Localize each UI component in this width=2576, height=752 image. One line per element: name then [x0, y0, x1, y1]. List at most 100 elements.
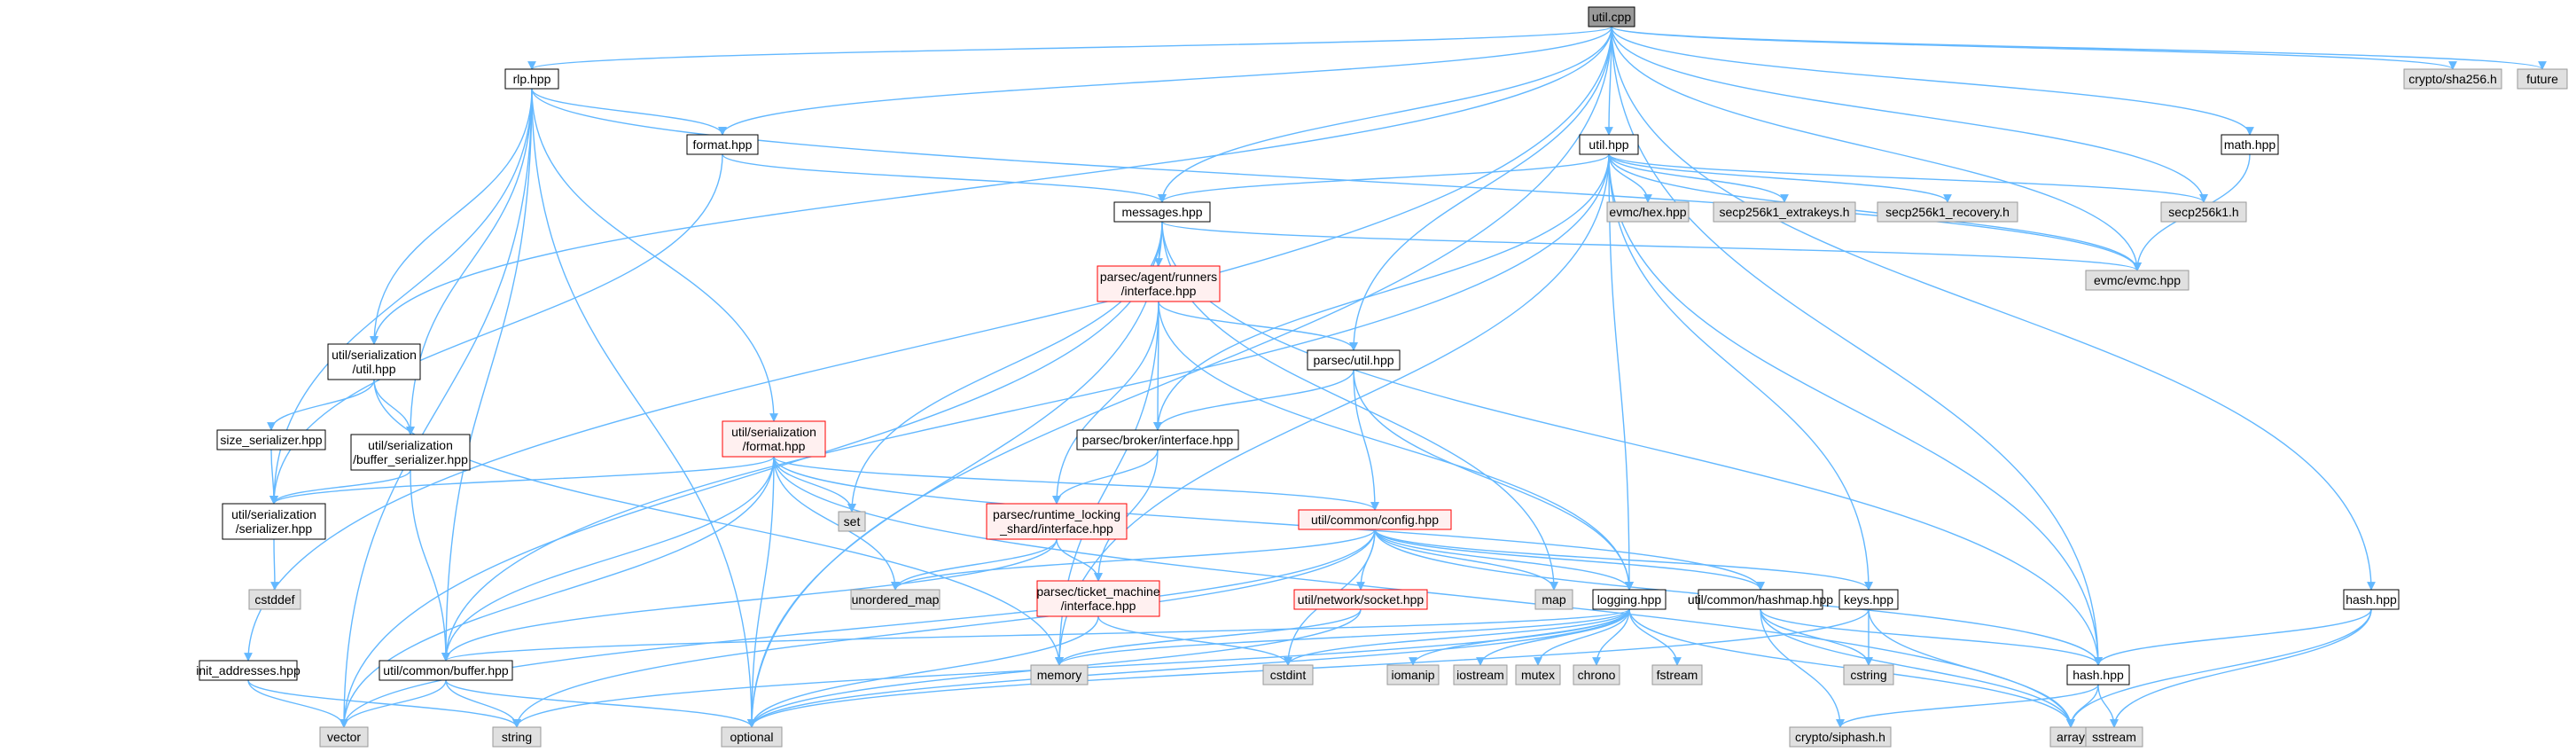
edge-parsec-util-to-config — [1353, 369, 1379, 511]
node-iostream[interactable]: iostream — [1453, 664, 1508, 685]
edge-util-hpp-to-buffer — [441, 153, 1610, 662]
node-cstring[interactable]: cstring — [1843, 664, 1894, 685]
node-string[interactable]: string — [492, 726, 542, 748]
node-sha256[interactable]: crypto/sha256.h — [2403, 68, 2502, 90]
node-future[interactable]: future — [2517, 68, 2568, 90]
node-label: cstring — [1850, 668, 1886, 682]
node-label: util/network/socket.hpp — [1298, 592, 1425, 607]
node-label: evmc/hex.hpp — [1609, 205, 1686, 219]
node-box — [1579, 134, 1639, 155]
node-util-cpp[interactable]: util.cpp — [1588, 6, 1635, 27]
node-label: mutex — [1521, 668, 1555, 682]
node-box — [1588, 6, 1635, 27]
edge-rlp-to-evmc — [531, 88, 2142, 271]
node-set[interactable]: set — [838, 511, 866, 532]
node-messages[interactable]: messages.hpp — [1113, 201, 1211, 223]
edge-hash-hpp-to-hash2 — [2094, 608, 2372, 666]
node-socket[interactable]: util/network/socket.hpp — [1293, 589, 1428, 610]
node-label: /interface.hpp — [1121, 284, 1197, 298]
node-cstdint[interactable]: cstdint — [1262, 664, 1314, 685]
node-size-ser[interactable]: size_serializer.hpp — [216, 429, 326, 450]
node-ticket[interactable]: parsec/ticket_machine/interface.hpp — [1036, 580, 1160, 617]
node-evmc[interactable]: evmc/evmc.hpp — [2085, 270, 2190, 291]
node-broker[interactable]: parsec/broker/interface.hpp — [1076, 429, 1239, 450]
node-siphash[interactable]: crypto/siphash.h — [1789, 726, 1892, 748]
node-hash2[interactable]: hash.hpp — [2066, 664, 2130, 685]
node-iomanip[interactable]: iomanip — [1386, 664, 1440, 685]
node-mutex[interactable]: mutex — [1515, 664, 1561, 685]
node-buf-ser[interactable]: util/serialization/buffer_serializer.hpp — [350, 434, 471, 471]
edge-util-cpp-to-rlp — [527, 26, 1612, 70]
node-buffer[interactable]: util/common/buffer.hpp — [379, 660, 513, 681]
edge-util-cpp-to-math — [1611, 26, 2254, 136]
node-rlp[interactable]: rlp.hpp — [504, 68, 559, 90]
edge-rt-locking-to-buffer — [441, 538, 1058, 662]
node-unordered-map[interactable]: unordered_map — [850, 589, 941, 610]
node-box — [199, 660, 298, 681]
edge-util-cpp-to-init-addr — [244, 26, 1612, 662]
node-init-addr[interactable]: init_addresses.hpp — [196, 660, 301, 681]
node-rt-locking[interactable]: parsec/runtime_locking_shard/interface.h… — [986, 503, 1128, 540]
edge-parsec-util-to-broker — [1153, 369, 1354, 431]
edge-ser-util-to-buf-ser — [373, 379, 415, 435]
edge-ser-format-to-unordered-map — [773, 456, 900, 591]
node-array[interactable]: array — [2049, 726, 2092, 748]
edge-util-hpp-to-evmc-hex — [1608, 153, 1652, 203]
node-secp-extra[interactable]: secp256k1_extrakeys.h — [1713, 201, 1856, 223]
node-config[interactable]: util/common/config.hpp — [1298, 509, 1452, 530]
node-box — [722, 420, 826, 458]
node-layer: util.cpp rlp.hpp format.hpp util.hpp math.hp… — [196, 6, 2568, 748]
node-secp-recovery[interactable]: secp256k1_recovery.h — [1877, 201, 2018, 223]
node-label: cstdint — [1270, 668, 1307, 682]
node-sstream[interactable]: sstream — [2085, 726, 2143, 748]
node-label: util/serialization — [731, 425, 816, 439]
edge-util-hpp-to-secp-extra — [1608, 153, 1789, 203]
edge-util-cpp-to-sha256 — [1611, 26, 2457, 70]
node-label: chrono — [1578, 668, 1616, 682]
node-label: memory — [1037, 668, 1082, 682]
node-util-hpp[interactable]: util.hpp — [1579, 134, 1639, 155]
node-vector[interactable]: vector — [319, 726, 369, 748]
node-evmc-hex[interactable]: evmc/hex.hpp — [1606, 201, 1690, 223]
node-box — [686, 134, 759, 155]
edge-util-cpp-to-hash2 — [1611, 26, 2103, 666]
node-ser-format[interactable]: util/serialization/format.hpp — [722, 420, 826, 458]
edge-rlp-to-ser-format — [531, 88, 778, 422]
edge-util-cpp-to-format — [718, 26, 1612, 136]
node-box — [1036, 580, 1160, 617]
edge-buffer-to-vector — [340, 679, 447, 728]
edge-util-hpp-to-secp-recovery — [1608, 153, 1952, 203]
node-box — [1097, 265, 1221, 302]
node-serializer[interactable]: util/serialization/serializer.hpp — [222, 503, 326, 540]
node-label: /serializer.hpp — [236, 521, 313, 536]
node-label: iomanip — [1391, 668, 1434, 682]
edge-config-to-logging — [1374, 529, 1634, 591]
node-parsec-util[interactable]: parsec/util.hpp — [1307, 349, 1401, 371]
node-label: math.hpp — [2224, 137, 2276, 152]
node-box — [248, 589, 301, 610]
edge-rlp-to-buf-ser — [406, 88, 533, 435]
node-label: fstream — [1657, 668, 1698, 682]
node-hashmap[interactable]: util/common/hashmap.hpp — [1688, 589, 1833, 610]
node-format[interactable]: format.hpp — [686, 134, 759, 155]
node-label: size_serializer.hpp — [220, 433, 322, 447]
node-label: util/serialization — [332, 348, 417, 362]
node-optional[interactable]: optional — [721, 726, 783, 748]
node-label: /util.hpp — [352, 362, 395, 376]
node-map[interactable]: map — [1534, 589, 1573, 610]
node-keys[interactable]: keys.hpp — [1838, 589, 1899, 610]
node-memory[interactable]: memory — [1030, 664, 1089, 685]
node-math[interactable]: math.hpp — [2221, 134, 2279, 155]
edge-config-to-vector — [340, 529, 1376, 728]
node-hash-hpp[interactable]: hash.hpp — [2343, 589, 2400, 610]
node-cstddef[interactable]: cstddef — [248, 589, 301, 610]
node-agent-runners[interactable]: parsec/agent/runners/interface.hpp — [1097, 265, 1221, 302]
node-box — [504, 68, 559, 90]
node-fstream[interactable]: fstream — [1651, 664, 1703, 685]
node-chrono[interactable]: chrono — [1573, 664, 1620, 685]
node-logging[interactable]: logging.hpp — [1592, 589, 1667, 610]
node-box — [850, 589, 941, 610]
edge-util-cpp-to-optional — [747, 26, 1612, 728]
node-ser-util[interactable]: util/serialization/util.hpp — [327, 343, 421, 380]
node-secp[interactable]: secp256k1.h — [2160, 201, 2247, 223]
